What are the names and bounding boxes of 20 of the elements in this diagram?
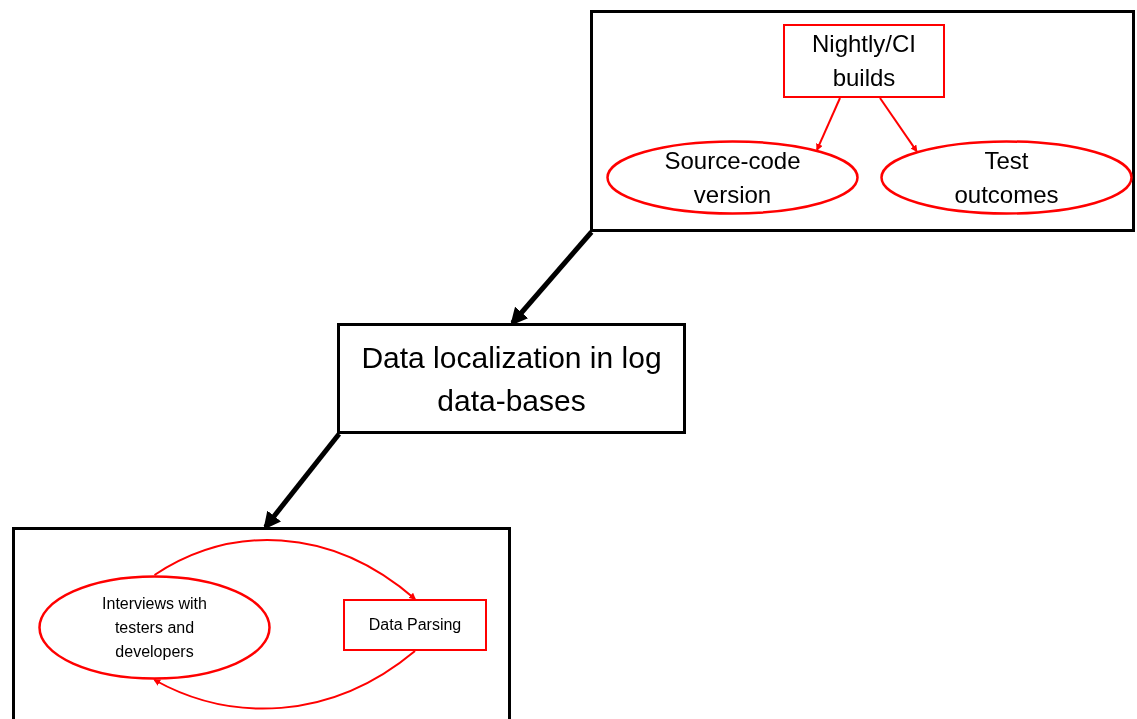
node-label: Source-code version <box>663 145 802 210</box>
arrow <box>879 97 918 153</box>
arrow <box>153 650 416 710</box>
group-box <box>12 527 511 719</box>
node-label: Data Parsing <box>368 615 462 635</box>
node-label: Nightly/CI builds <box>811 29 917 93</box>
arrow <box>816 97 841 151</box>
arrow <box>153 539 417 600</box>
arrow <box>263 432 341 530</box>
arrow <box>510 230 594 326</box>
node-label: Interviews with testers and developers <box>101 593 208 662</box>
process-box <box>337 323 686 434</box>
ellipse-node <box>880 140 1133 215</box>
node-label: Data localization in log data-bases <box>360 339 663 419</box>
group-box <box>590 10 1135 232</box>
ellipse-node <box>606 140 859 215</box>
ellipse-node <box>38 575 271 680</box>
node-label: Test outcomes <box>953 145 1060 210</box>
process-box <box>343 599 487 651</box>
process-box <box>783 24 945 98</box>
